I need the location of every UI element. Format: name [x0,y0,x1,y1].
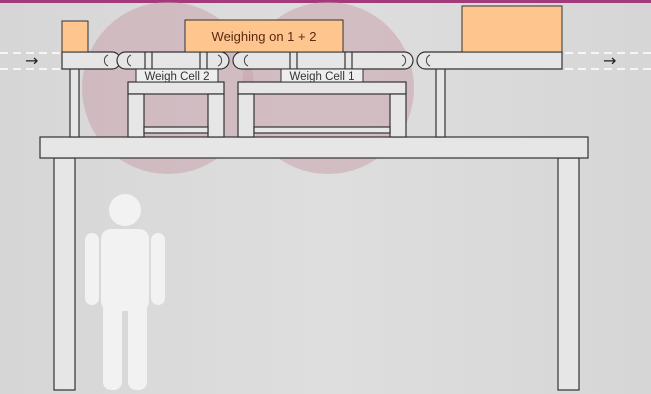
belt-stanchions [144,52,353,69]
table-legs [53,157,580,391]
conveyor-extension-left [0,52,60,70]
belt-cell-2 [116,51,230,70]
weigh-cell-2-frame [127,81,225,138]
weigh-cell-1-label: Weigh Cell 1 [290,71,355,83]
table-top [39,136,589,159]
arrow-right-icon: → [25,51,38,70]
infeed-belt [61,51,122,70]
weigh-cell-2-tag [135,68,219,83]
infeed-product-box [61,20,89,53]
belt-rollers [103,54,431,67]
weigh-cell-2-label: Weigh Cell 2 [145,71,210,83]
weigh-cell-1-tag [280,68,364,83]
arrow-right-icon: → [603,51,616,70]
weigh-cell-1-frame [237,81,407,138]
outfeed-product-box [461,5,563,53]
outfeed-belt [416,51,563,70]
belt-cell-1 [232,51,414,70]
weighing-label: Weighing on 1 + 2 [212,29,317,44]
top-accent-bar [0,0,651,3]
conveyor-extension-right [565,52,651,70]
conveyor-belts [61,51,563,70]
product-boxes [61,5,563,53]
weighing-product-box [184,19,344,53]
person-icon [85,194,165,390]
